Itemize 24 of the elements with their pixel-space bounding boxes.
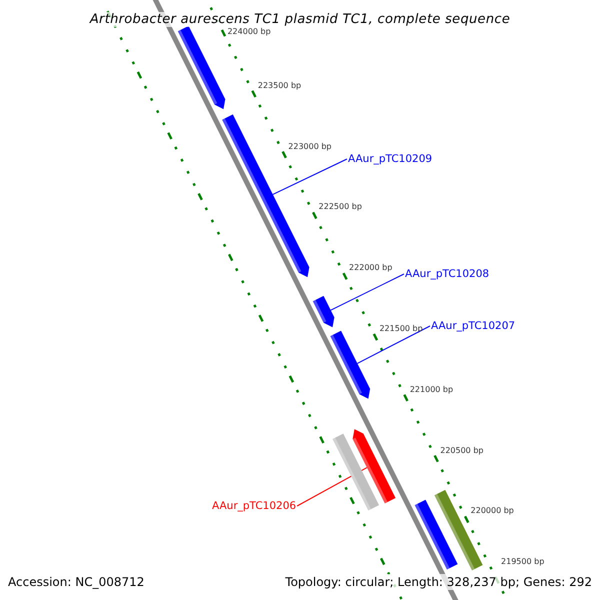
gene-label: AAur_pTC10208 — [405, 267, 490, 281]
coordinate-label: 223500 bp — [258, 80, 302, 91]
gene-label: AAur_pTC10206 — [212, 499, 296, 513]
gene-label: AAur_pTC10207 — [431, 319, 516, 333]
leader-line — [330, 274, 404, 311]
coordinate-label: 222500 bp — [318, 202, 362, 212]
leader-line — [296, 467, 368, 506]
leader-line — [272, 158, 348, 195]
gene-feature — [330, 330, 370, 399]
gene-feature — [332, 434, 380, 510]
gene-label: AAur_pTC10209 — [348, 152, 432, 166]
gene-feature — [312, 296, 334, 328]
coordinate-label: 223000 bp — [288, 142, 332, 152]
coordinate-label: 221000 bp — [410, 384, 454, 395]
coordinate-label: 220500 bp — [440, 446, 484, 456]
coordinate-label: 222000 bp — [349, 263, 392, 274]
gene-feature — [414, 500, 458, 570]
summary-text: Topology: circular; Length: 328,237 bp; Genes: 292 — [283, 574, 594, 590]
coordinate-label: 221500 bp — [379, 324, 423, 334]
accession-text: Accession: NC_008712 — [6, 574, 146, 590]
gene-feature — [178, 26, 226, 110]
coordinate-label: 220000 bp — [470, 506, 514, 516]
gene-feature — [352, 429, 396, 504]
leader-line — [356, 326, 430, 364]
